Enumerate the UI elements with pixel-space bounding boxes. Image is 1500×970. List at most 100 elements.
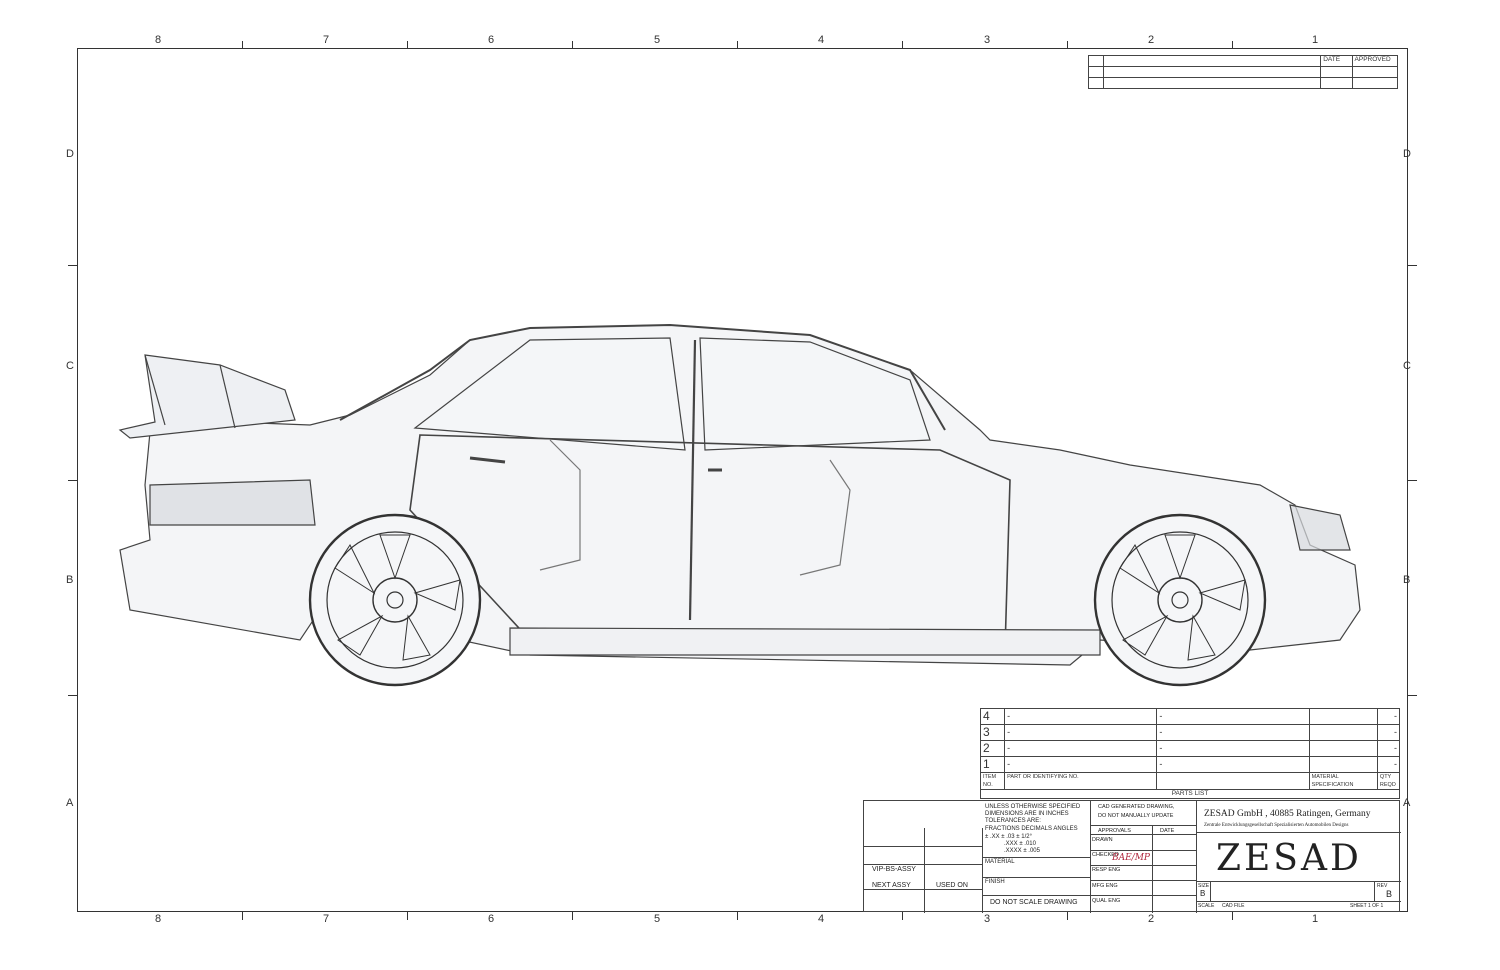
zone-column-label-top: 6	[488, 34, 495, 46]
tolerance-note: UNLESS OTHERWISE SPECIFIED DIMENSIONS AR…	[985, 804, 1081, 824]
parts-description: -	[1156, 708, 1310, 725]
zesad-logo: ZESAD	[1216, 838, 1362, 879]
zone-tick	[572, 912, 573, 920]
next-assy-label: NEXT ASSY	[872, 882, 911, 889]
zone-tick	[737, 912, 738, 920]
cad-file-label: CAD FILE	[1222, 903, 1245, 909]
parts-list-table: 4---3---2---1--- ITEM NO. PART OR IDENTI…	[979, 708, 1401, 799]
parts-list-row: 3---	[979, 724, 1401, 741]
approvals-block: CAD GENERATED DRAWING, DO NOT MANUALLY U…	[1090, 801, 1197, 913]
cad-note-line-1: CAD GENERATED DRAWING,	[1098, 804, 1175, 810]
zone-column-label-top: 4	[818, 34, 825, 46]
parts-item-no: 4	[979, 708, 1006, 725]
zone-tick	[68, 265, 77, 266]
parts-description: -	[1156, 740, 1310, 757]
zone-tick	[68, 695, 77, 696]
parts-item-no: 3	[979, 724, 1006, 741]
zone-tick	[1408, 480, 1417, 481]
zone-tick	[242, 912, 243, 920]
zone-column-label-top: 3	[984, 34, 991, 46]
company-address: ZESAD GmbH , 40885 Ratingen, Germany	[1204, 809, 1371, 819]
zone-row-label-left: A	[66, 797, 74, 809]
assy-label: VIP-BS-ASSY	[872, 866, 916, 873]
zone-row-label-right: D	[1403, 148, 1411, 160]
drawing-border	[77, 48, 1408, 912]
zone-row-label-left: B	[66, 574, 74, 586]
zone-tick	[1408, 695, 1417, 696]
drawn-label: DRAWN	[1092, 837, 1113, 843]
zone-column-label-top: 8	[155, 34, 162, 46]
mfg-eng-label: MFG ENG	[1092, 883, 1118, 889]
do-not-scale-note: DO NOT SCALE DRAWING	[990, 899, 1078, 906]
zone-tick	[1408, 265, 1417, 266]
zone-tick	[1232, 912, 1233, 920]
zone-column-label-bottom: 7	[323, 913, 330, 925]
size-value: B	[1200, 889, 1206, 898]
zone-column-label-top: 7	[323, 34, 330, 46]
company-block: ZESAD GmbH , 40885 Ratingen, Germany Zen…	[1196, 801, 1401, 913]
parts-header-qty: QTY REQD	[1376, 772, 1401, 790]
cad-note-line-2: DO NOT MANUALLY UPDATE	[1098, 813, 1174, 819]
zone-column-label-top: 2	[1148, 34, 1155, 46]
tolerance-header: FRACTIONS DECIMALS ANGLES	[985, 826, 1078, 832]
zone-row-label-left: C	[66, 360, 74, 372]
checked-label: CHECKED	[1092, 852, 1119, 858]
parts-item-no: 2	[979, 740, 1006, 757]
rev-label: REV	[1377, 883, 1388, 889]
used-on-label: USED ON	[936, 882, 968, 889]
scale-label: SCALE	[1198, 903, 1215, 909]
zone-tick	[407, 41, 408, 49]
zone-tick	[1067, 41, 1068, 49]
parts-description: -	[1156, 724, 1310, 741]
parts-part-no: -	[1004, 756, 1158, 773]
zone-tick	[407, 912, 408, 920]
zone-column-label-bottom: 3	[984, 913, 991, 925]
parts-header-item: ITEM NO.	[979, 772, 1006, 790]
resp-eng-label: RESP ENG	[1092, 867, 1121, 873]
parts-description: -	[1156, 756, 1310, 773]
zone-row-label-right: B	[1403, 574, 1411, 586]
size-label: SIZE	[1198, 883, 1210, 889]
front-wheel	[1093, 513, 1267, 687]
finish-label: FINISH	[985, 879, 1005, 885]
parts-list-row: 4---	[979, 708, 1401, 725]
zone-tick	[1067, 912, 1068, 920]
parts-qty: -	[1376, 724, 1401, 741]
parts-item-no: 1	[979, 756, 1006, 773]
parts-material	[1308, 708, 1378, 725]
parts-header-part: PART OR IDENTIFYING NO.	[1004, 772, 1158, 790]
tolerance-block: UNLESS OTHERWISE SPECIFIED DIMENSIONS AR…	[982, 801, 1091, 913]
qual-eng-label: QUAL ENG	[1092, 898, 1121, 904]
car-wireframe-drawing	[118, 323, 1361, 687]
tolerance-row-3: .XXXX ± .005	[1004, 848, 1040, 854]
parts-list-row: 2---	[979, 740, 1401, 757]
parts-material	[1308, 740, 1378, 757]
zone-column-label-bottom: 5	[654, 913, 661, 925]
title-block: VIP-BS-ASSY NEXT ASSY USED ON UNLESS OTH…	[863, 800, 1401, 913]
zone-row-label-right: C	[1403, 360, 1411, 372]
zone-tick	[902, 912, 903, 920]
material-label: MATERIAL	[985, 859, 1015, 865]
zone-row-label-left: D	[66, 148, 74, 160]
zone-column-label-top: 1	[1312, 34, 1319, 46]
parts-part-no: -	[1004, 724, 1158, 741]
parts-qty: -	[1376, 708, 1401, 725]
rev-value: B	[1386, 889, 1393, 899]
revision-date-header: DATE	[1320, 55, 1353, 67]
zone-tick	[242, 41, 243, 49]
zone-column-label-bottom: 8	[155, 913, 162, 925]
zone-tick	[572, 41, 573, 49]
zone-column-label-top: 5	[654, 34, 661, 46]
checked-signature: BAE/MP	[1112, 853, 1150, 863]
assy-area: VIP-BS-ASSY NEXT ASSY USED ON	[864, 828, 983, 913]
parts-material	[1308, 724, 1378, 741]
zone-column-label-bottom: 2	[1148, 913, 1155, 925]
zone-tick	[737, 41, 738, 49]
revision-approved-header: APPROVED	[1351, 55, 1399, 67]
tolerance-row-2: .XXX ± .010	[1004, 841, 1036, 847]
zone-column-label-bottom: 4	[818, 913, 825, 925]
parts-part-no: -	[1004, 740, 1158, 757]
parts-list-row: 1---	[979, 756, 1401, 773]
zone-tick	[1232, 41, 1233, 49]
